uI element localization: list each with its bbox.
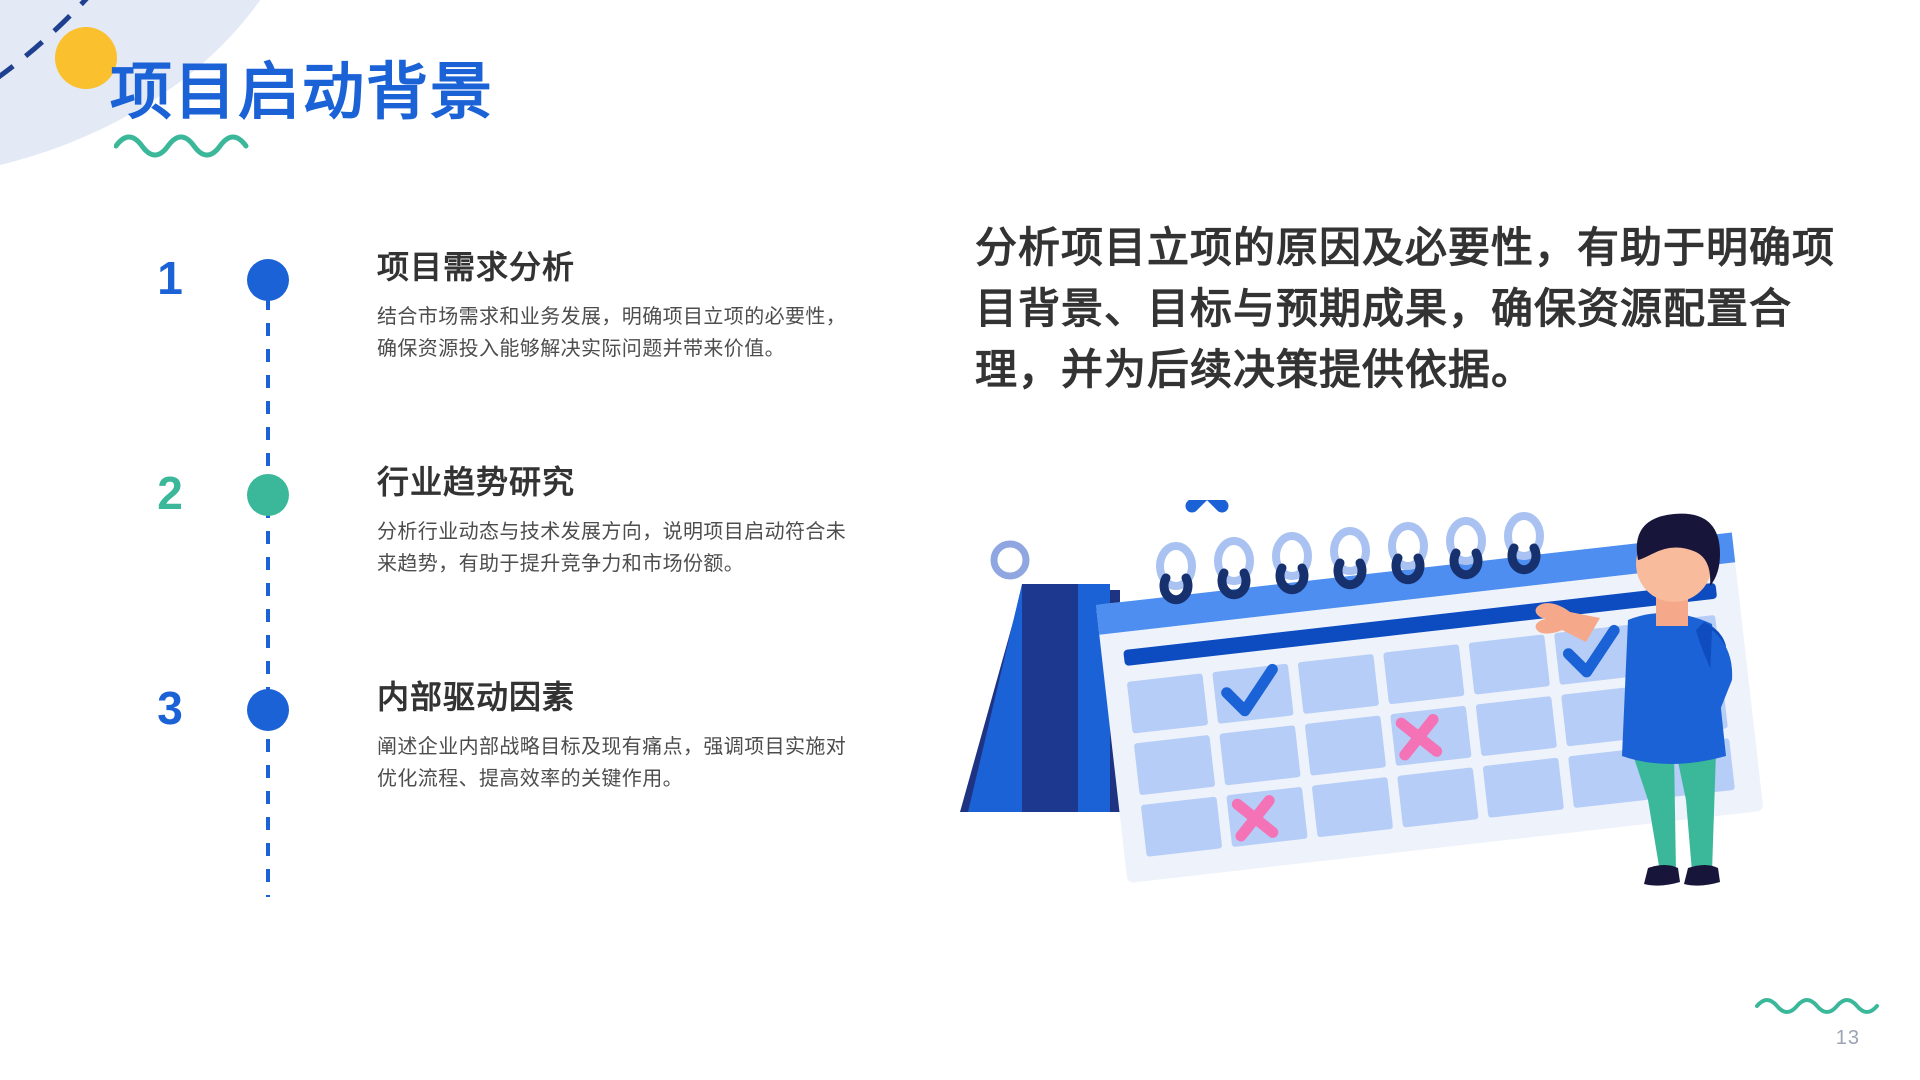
calendar-spiral-rings [1156, 512, 1544, 605]
timeline-item-body: 行业趋势研究 分析行业动态与技术发展方向，说明项目启动符合未来趋势，有助于提升竞… [377, 462, 857, 581]
calendar-easel-inner [1022, 584, 1078, 812]
bottom-wave-decoration [1755, 998, 1879, 1014]
timeline-item-dot [247, 259, 289, 301]
timeline-item-dot [247, 474, 289, 516]
timeline-item-body: 项目需求分析 结合市场需求和业务发展，明确项目立项的必要性，确保资源投入能够解决… [377, 247, 857, 366]
timeline-item-number: 1 [157, 252, 183, 304]
headline-text: 分析项目立项的原因及必要性，有助于明确项目背景、目标与预期成果，确保资源配置合理… [975, 224, 1836, 393]
page-title-wrapper: 项目启动背景 [110, 58, 495, 158]
timeline-item-3[interactable]: 3 内部驱动因素 阐述企业内部战略目标及现有痛点，强调项目实施对优化流程、提高效… [140, 679, 930, 900]
timeline-item-number: 3 [157, 682, 183, 734]
timeline-list: 1 项目需求分析 结合市场需求和业务发展，明确项目立项的必要性，确保资源投入能够… [140, 249, 930, 900]
timeline-item-description: 结合市场需求和业务发展，明确项目立项的必要性，确保资源投入能够解决实际问题并带来… [377, 306, 847, 361]
timeline-item-title: 内部驱动因素 [377, 679, 576, 715]
page-number: 13 [1835, 1027, 1860, 1049]
calendar-planning-illustration [960, 500, 1763, 886]
standing-person-illustration [1535, 513, 1733, 886]
timeline-item-2[interactable]: 2 行业趋势研究 分析行业动态与技术发展方向，说明项目启动符合未来趋势，有助于提… [140, 464, 930, 685]
circle-outline-decoration [990, 540, 1030, 580]
timeline-item-description: 阐述企业内部战略目标及现有痛点，强调项目实施对优化流程、提高效率的关键作用。 [377, 736, 847, 791]
cross-mark-pink-icon [1231, 714, 1443, 842]
timeline-item-number: 2 [157, 467, 183, 519]
check-mark-icon [1221, 624, 1620, 717]
timeline-item-title: 行业趋势研究 [377, 464, 576, 500]
title-underline-wave [114, 134, 249, 158]
yellow-circle-decoration [55, 27, 117, 89]
timeline-item-dot [247, 689, 289, 731]
timeline-item-body: 内部驱动因素 阐述企业内部战略目标及现有痛点，强调项目实施对优化流程、提高效率的… [377, 677, 857, 796]
timeline-item-1[interactable]: 1 项目需求分析 结合市场需求和业务发展，明确项目立项的必要性，确保资源投入能够… [140, 249, 930, 470]
timeline-dashed-axis [266, 297, 270, 897]
page-title: 项目启动背景 [110, 58, 495, 127]
timeline-item-title: 项目需求分析 [377, 249, 576, 285]
cross-mark-blue-icon [1185, 500, 1229, 513]
timeline-item-description: 分析行业动态与技术发展方向，说明项目启动符合未来趋势，有助于提升竞争力和市场份额… [377, 521, 847, 576]
